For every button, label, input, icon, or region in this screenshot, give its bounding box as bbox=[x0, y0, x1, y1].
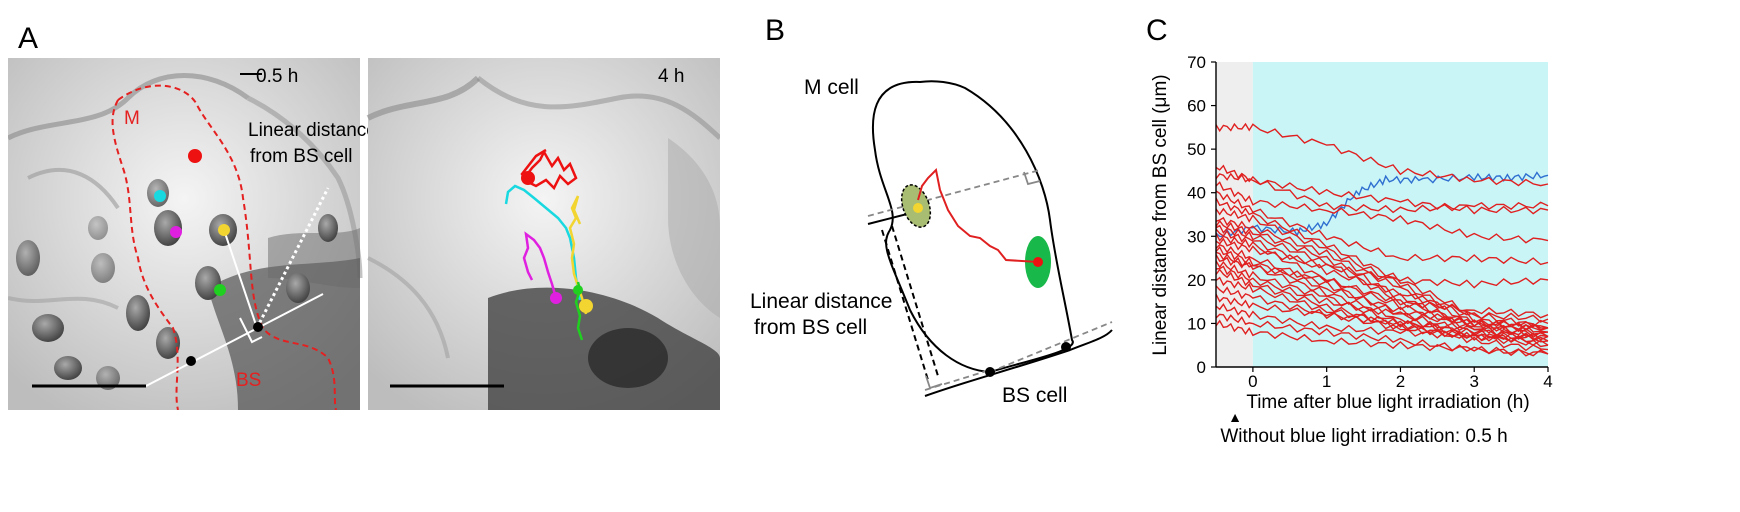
bs-cell-boundary bbox=[924, 329, 1113, 397]
chart-series-line-19 bbox=[1215, 265, 1549, 328]
x-tick-label: 3 bbox=[1469, 372, 1478, 391]
chart-regions bbox=[1216, 62, 1548, 367]
y-tick-label: 40 bbox=[1187, 184, 1206, 203]
micrograph-right: 4 h bbox=[366, 58, 720, 410]
chart-series-line-26 bbox=[1215, 319, 1549, 357]
chart-series-line-20 bbox=[1215, 268, 1549, 343]
chart-series-line-3 bbox=[1215, 172, 1549, 214]
y-tick-label: 70 bbox=[1187, 53, 1206, 72]
chart-series-line-23 bbox=[1215, 293, 1549, 333]
chart-region-0 bbox=[1216, 62, 1253, 367]
x-tick-label: 4 bbox=[1543, 372, 1552, 391]
dot-green bbox=[214, 284, 226, 296]
x-tick-label: 2 bbox=[1396, 372, 1405, 391]
chart-series-line-2 bbox=[1215, 164, 1549, 215]
chart-series-line-4 bbox=[1215, 181, 1549, 244]
y-tick-label: 0 bbox=[1197, 358, 1206, 377]
chart-series-line-21 bbox=[1215, 276, 1549, 352]
dot-cyan bbox=[154, 190, 166, 202]
panel-c-chart: 0 10 20 30 40 50 60 70 0 1 2 3 4 Linear distance fro… bbox=[1150, 53, 1553, 447]
m-cell-outline bbox=[871, 80, 1074, 374]
y-tick-label: 10 bbox=[1187, 314, 1206, 333]
chart-region-1 bbox=[1252, 62, 1548, 367]
dot-red bbox=[188, 149, 202, 163]
chart-series-line-11 bbox=[1215, 228, 1549, 323]
panel-a-letter: A bbox=[18, 22, 39, 55]
dot-yellow bbox=[218, 224, 230, 236]
chart-series-line-24 bbox=[1215, 303, 1549, 341]
distance-label-line2: from BS cell bbox=[754, 316, 867, 339]
panel-b-letter: B bbox=[765, 14, 786, 47]
chart-series-line-25 bbox=[1215, 313, 1549, 357]
footnote: Without blue light irradiation: 0.5 h bbox=[1220, 426, 1507, 447]
arrow-icon: ▲ bbox=[1228, 409, 1242, 425]
bs-cell-label: BS cell bbox=[1002, 384, 1067, 407]
panel-b-diagram: M cell BS cell Linear distance from BS c… bbox=[750, 76, 1113, 407]
y-tick-label: 20 bbox=[1187, 271, 1206, 290]
x-axis-label: Time after blue light irradiation (h) bbox=[1246, 392, 1529, 413]
panel-c-letter: C bbox=[1146, 14, 1168, 47]
chart-series-line-5 bbox=[1215, 190, 1549, 266]
distance-label-line1: Linear distance bbox=[750, 290, 892, 313]
distance-label-line1: Linear distance bbox=[248, 120, 377, 141]
y-tick-label: 50 bbox=[1187, 140, 1206, 159]
dot-magenta bbox=[170, 226, 182, 238]
micrograph-left: 0.5 h M BS Linear distance from BS cell bbox=[8, 58, 377, 410]
trajectory-red bbox=[917, 167, 1039, 263]
chart-series-line-13 bbox=[1215, 237, 1549, 289]
m-cell-label: M cell bbox=[804, 76, 859, 99]
panel-a-micrographs: 0.5 h M BS Linear distance from BS cell … bbox=[8, 58, 720, 410]
distance-label-line2: from BS cell bbox=[250, 146, 352, 167]
y-tick-label: 60 bbox=[1187, 97, 1206, 116]
x-tick-label: 1 bbox=[1322, 372, 1331, 391]
m-cell-label: M bbox=[124, 108, 140, 129]
time-label-right: 4 h bbox=[658, 66, 684, 87]
chart-axes: 0 10 20 30 40 50 60 70 0 1 2 3 4 bbox=[1187, 53, 1553, 391]
chart-series-line-1 bbox=[1215, 122, 1549, 187]
chart-series bbox=[1215, 122, 1549, 357]
y-axis-label: Linear distance from BS cell (μm) bbox=[1150, 74, 1171, 355]
y-tick-label: 30 bbox=[1187, 227, 1206, 246]
bs-cell-label: BS bbox=[236, 370, 261, 391]
time-label-left: 0.5 h bbox=[256, 66, 298, 87]
x-tick-label: 0 bbox=[1248, 372, 1257, 391]
chart-series-line-17 bbox=[1215, 254, 1549, 319]
